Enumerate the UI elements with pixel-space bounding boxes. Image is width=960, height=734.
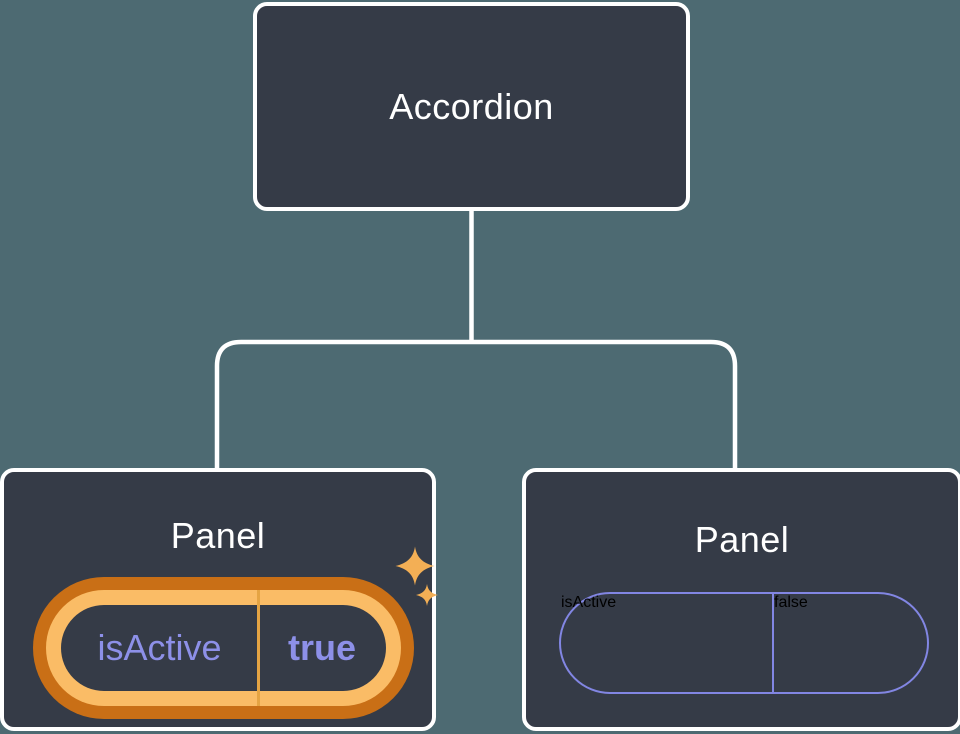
sparkles-icon [395,546,438,606]
panel-node-label: Panel [694,519,790,560]
state-key: isActive [561,594,617,611]
state-value: false [772,594,927,692]
root-node: Accordion [253,2,690,211]
state-key: isActive [97,627,222,668]
panel-node-inactive: Panel isActive false [522,468,960,731]
panel-node-label: Panel [170,515,266,556]
state-value: true [287,627,356,668]
root-node-label: Accordion [389,85,554,127]
state-pill-active: isActive true [33,577,414,719]
state-pill-inactive: isActive false [559,592,929,694]
panel-node-active: Panel isActive true [0,468,438,731]
pill-divider [257,590,260,706]
